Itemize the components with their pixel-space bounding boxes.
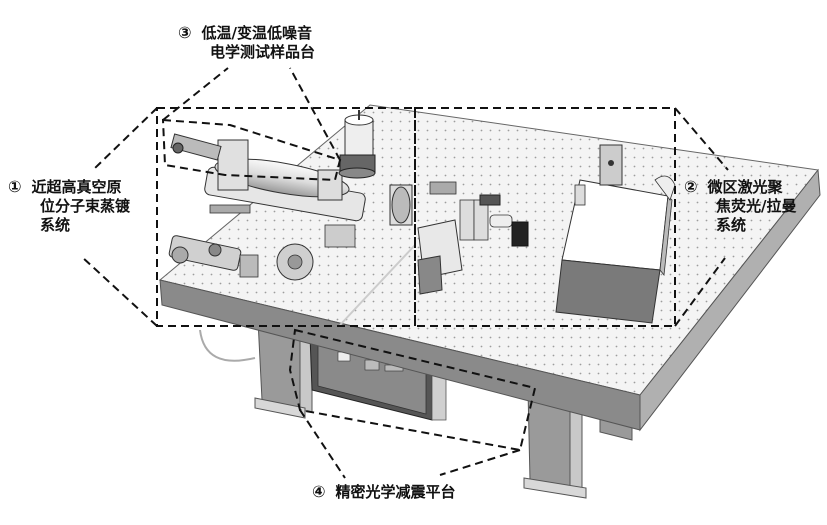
raman-system [389, 144, 676, 324]
table-legs [254, 319, 633, 499]
label-raman-system: ② 微区激光聚 焦荧光/拉曼 系统 [684, 177, 796, 235]
label-optical-table: ④ 精密光学减震平台 [312, 482, 456, 502]
optical-table [158, 104, 821, 432]
label-number-4: ④ [312, 482, 326, 501]
label-4-line-1: 精密光学减震平台 [335, 483, 456, 501]
label-1-line-1: 近超高真空原 [31, 178, 122, 196]
label-mbe-system: ① 近超高真空原 位分子束蒸镀 系统 [8, 177, 130, 235]
annotation-dashes [81, 67, 729, 479]
cryo-sample-stage [338, 110, 376, 179]
label-3-line-2: 电学测试样品台 [210, 43, 316, 61]
mbe-system [168, 133, 366, 281]
label-2-line-2: 焦荧光/拉曼 [716, 197, 797, 215]
label-1-line-2: 位分子束蒸镀 [40, 197, 131, 215]
label-3-line-1: 低温/变温低噪音 [201, 24, 313, 42]
region-box-3 [161, 118, 342, 182]
label-number-1: ① [8, 177, 22, 196]
label-1-line-3: 系统 [40, 216, 71, 234]
label-number-3: ③ [178, 23, 192, 42]
label-2-line-1: 微区激光聚 [707, 178, 783, 196]
label-2-line-3: 系统 [716, 216, 747, 234]
region-box-2 [414, 107, 676, 327]
label-number-2: ② [684, 177, 698, 196]
label-cryo-stage: ③ 低温/变温低噪音 电学测试样品台 [178, 23, 315, 62]
region-box-4 [288, 328, 537, 452]
